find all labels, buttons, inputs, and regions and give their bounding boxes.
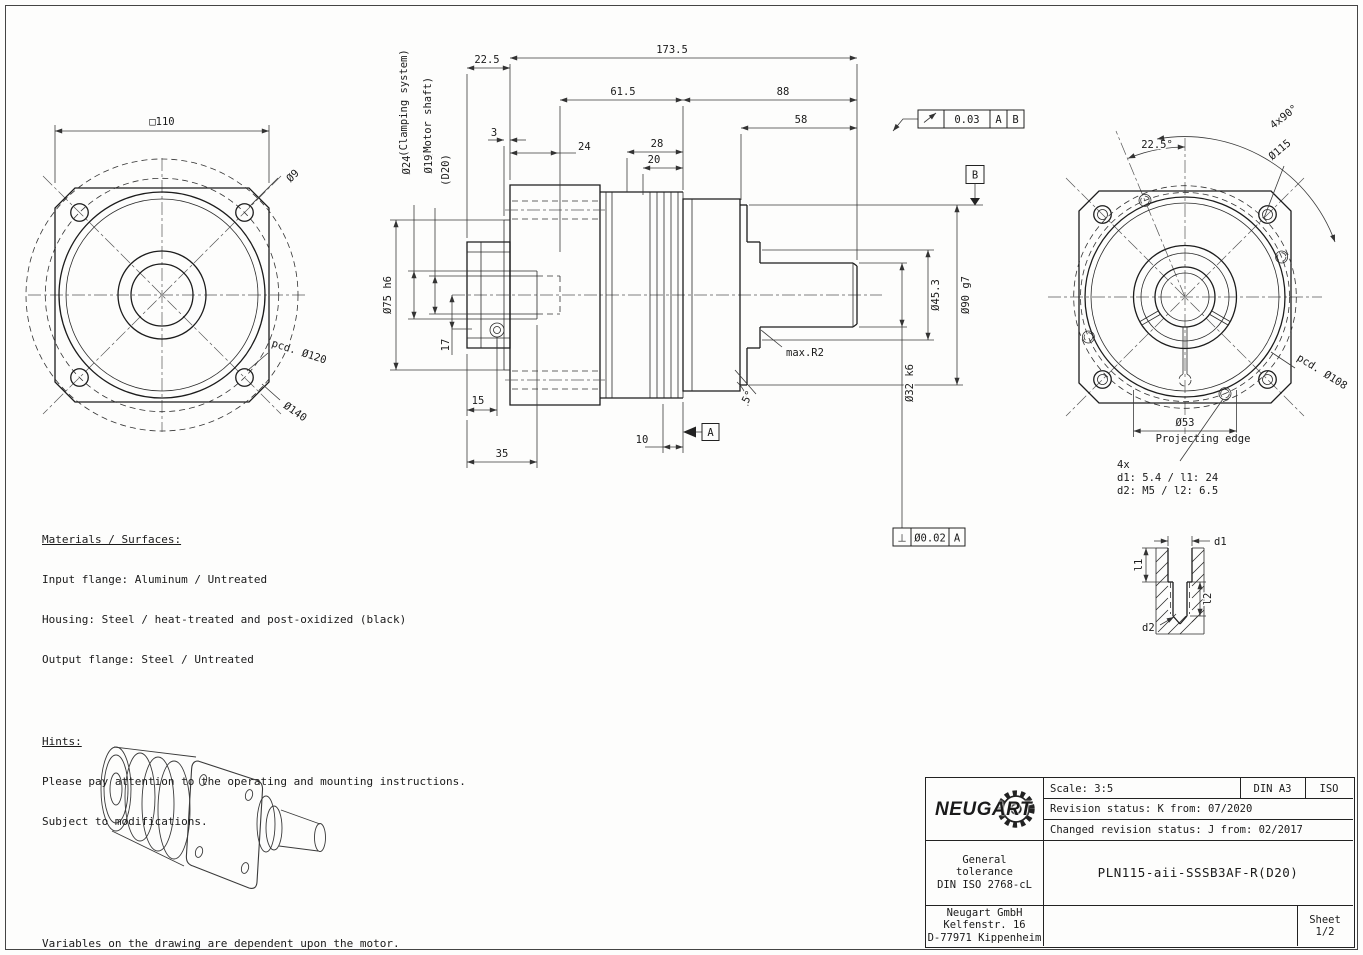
title-block: NEUGART Scale: 3:5 DIN A3 ISO Revision s…	[925, 777, 1355, 948]
hints-title: Hints:	[42, 734, 82, 748]
drawing-notes: Materials / Surfaces: Input flange: Alum…	[42, 506, 466, 955]
dim-22-5: 22.5	[474, 54, 499, 66]
label-clamping-system: (Clamping system)	[398, 49, 410, 156]
fcf-perp-datum1: A	[954, 533, 961, 545]
tapped-holes	[1082, 193, 1288, 401]
dim-24: 24	[578, 141, 591, 153]
neugart-logo: NEUGART	[926, 778, 1044, 841]
isometric-view	[100, 746, 326, 889]
dim-d75: Ø75 h6	[382, 276, 394, 314]
revision-status-cell: Revision status: K from: 07/2020	[1050, 803, 1253, 815]
dim-d24: Ø24	[401, 156, 413, 175]
tolerance-line3: DIN ISO 2768-cL	[937, 878, 1032, 891]
fcf-runout-datum1: A	[995, 114, 1002, 126]
label-motor-shaft: (Motor shaft)	[422, 77, 434, 159]
section-view: 22.5 173.5 61.5 88 58 3 24 28 20	[381, 43, 1025, 547]
holes-note-line1: 4x	[1117, 459, 1130, 471]
company-cell: Neugart GmbH Kelfenstr. 16 D-77971 Kippe…	[926, 905, 1043, 946]
changed-revision-cell: Changed revision status: J from: 02/2017	[1050, 823, 1303, 836]
materials-title: Materials / Surfaces:	[42, 532, 182, 546]
dim-58: 58	[795, 114, 808, 126]
detail-label-d1: d1	[1214, 536, 1227, 548]
dim-10: 10	[636, 434, 649, 446]
dim-d45: Ø45.3	[930, 279, 942, 311]
part-number-cell: PLN115-aii-SSSB3AF-R(D20)	[1097, 865, 1299, 880]
detail-label-l2: l2	[1202, 593, 1214, 606]
materials-line: Output flange: Steel / Untreated	[42, 653, 254, 667]
dim-61-5: 61.5	[610, 86, 635, 98]
fcf-runout-value: 0.03	[954, 114, 979, 126]
label-projecting-edge: Projecting edge	[1156, 433, 1251, 445]
dim-d19: Ø19	[423, 155, 435, 174]
fcf-runout: 0.03 A B	[892, 109, 1025, 132]
materials-line: Input flange: Aluminum / Untreated	[42, 573, 268, 587]
holes-note-line2: d1: 5.4 / l1: 24	[1117, 472, 1218, 484]
dim-pcd108: pcd. Ø108	[1295, 352, 1350, 392]
gear-icon	[997, 790, 1035, 828]
logo-text: NEUGART	[935, 799, 1033, 820]
label-max-r2: max.R2	[786, 347, 824, 359]
hints-line: Please pay attention to the operating an…	[42, 774, 466, 788]
hints-line: Subject to modifications.	[42, 814, 208, 828]
company-line1: Neugart GmbH	[946, 906, 1023, 919]
materials-line: Housing: Steel / heat-treated and post-o…	[42, 613, 407, 627]
fcf-perp-value: Ø0.02	[914, 533, 946, 545]
perpendicularity-symbol-icon: ⊥	[897, 533, 906, 545]
hole-detail-view: l1 d1 l2 d2	[1132, 535, 1229, 636]
company-line3: D-77971 Kippenheim	[927, 931, 1042, 944]
hatching	[1155, 549, 1205, 635]
dim-d32: Ø32 k6	[904, 364, 916, 402]
dim-22-5deg: 22.5°	[1141, 139, 1173, 151]
dim-35: 35	[496, 448, 509, 460]
datum-b-label: B	[972, 170, 978, 182]
company-line2: Kelfenstr. 16	[943, 919, 1026, 932]
scale-cell: Scale: 3:5	[1050, 782, 1114, 795]
dim-88: 88	[777, 86, 790, 98]
projection-cell: ISO	[1319, 782, 1339, 795]
dim-d53: Ø53	[1176, 417, 1195, 429]
sheet-cell: Sheet 1/2	[1309, 913, 1341, 938]
dim-15: 15	[472, 395, 485, 407]
dim-3: 3	[491, 127, 497, 139]
front-dim-square: □110	[149, 116, 174, 128]
front-dim-pcd: pcd. Ø120	[270, 338, 328, 367]
front-dim-hole: Ø9	[284, 167, 301, 184]
label-d20: (D20)	[440, 154, 452, 186]
runout-symbol-icon	[923, 112, 937, 123]
dim-28: 28	[651, 138, 664, 150]
format-cell: DIN A3	[1253, 782, 1292, 795]
dim-17: 17	[440, 339, 452, 352]
holes-note-line3: d2: M5 / l2: 6.5	[1117, 485, 1218, 497]
dim-173-5: 173.5	[656, 44, 688, 56]
tolerance-cell: General tolerance DIN ISO 2768-cL	[926, 840, 1043, 905]
rear-view: 22.5° 4x90° Ø115 pcd. Ø108 Ø53 Projectin…	[1048, 101, 1351, 499]
front-view: □110 Ø9 pcd. Ø120 Ø140	[25, 115, 329, 432]
dim-4x90deg: 4x90°	[1268, 103, 1300, 132]
fcf-runout-datum2: B	[1012, 114, 1018, 126]
dim-d90: Ø90 g7	[960, 276, 972, 314]
tolerance-line1: General	[962, 853, 1007, 866]
variables-line: Variables on the drawing are dependent u…	[42, 936, 400, 950]
dim-20: 20	[648, 154, 661, 166]
dim-d115: Ø115	[1266, 137, 1293, 162]
detail-label-l1: l1	[1133, 559, 1145, 572]
front-dim-outer: Ø140	[281, 400, 309, 424]
fcf-perpendicularity: ⊥ Ø0.02 A	[892, 527, 966, 547]
sheet-border	[5, 5, 1358, 950]
datum-a-label: A	[707, 427, 714, 439]
tolerance-line2: tolerance	[956, 866, 1013, 879]
detail-label-d2: d2	[1142, 622, 1155, 634]
